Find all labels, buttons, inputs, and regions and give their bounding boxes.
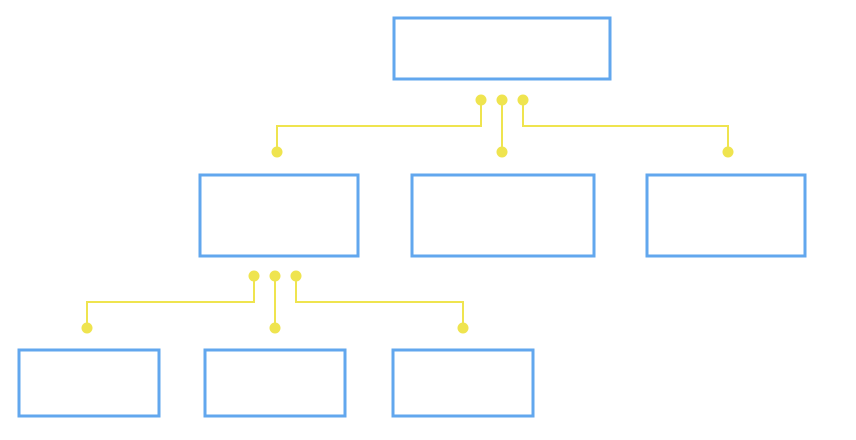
level2-node-left-box [17,348,161,418]
level1-node-right [645,173,807,258]
connector-dot [722,146,734,158]
connector-root-to-left [276,100,482,152]
connector-dot [457,322,469,334]
level2-node-right [391,348,535,418]
connector-dot [81,322,93,334]
connector-dot [475,94,487,106]
level2-node-middle [203,348,347,418]
connector-child-to-left [86,276,255,328]
connector-dot [269,270,281,282]
level1-node-right-box [645,173,807,258]
level1-node-middle [410,173,596,258]
connector-dot [271,146,283,158]
level1-node-left-box [198,173,360,258]
level2-node-right-box [391,348,535,418]
connector-dot [517,94,529,106]
connector-root-to-right [522,100,729,152]
connector-dot [496,146,508,158]
connector-dot [290,270,302,282]
level2-node-left [17,348,161,418]
child-connectors [81,270,469,334]
level1-node-left [198,173,360,258]
connector-dot [248,270,260,282]
connector-child-to-right [295,276,464,328]
root-connectors [271,94,734,158]
root-node [392,16,612,81]
level1-node-middle-box [410,173,596,258]
root-node-box [392,16,612,81]
connector-dot [269,322,281,334]
connector-dot [496,94,508,106]
level2-node-middle-box [203,348,347,418]
